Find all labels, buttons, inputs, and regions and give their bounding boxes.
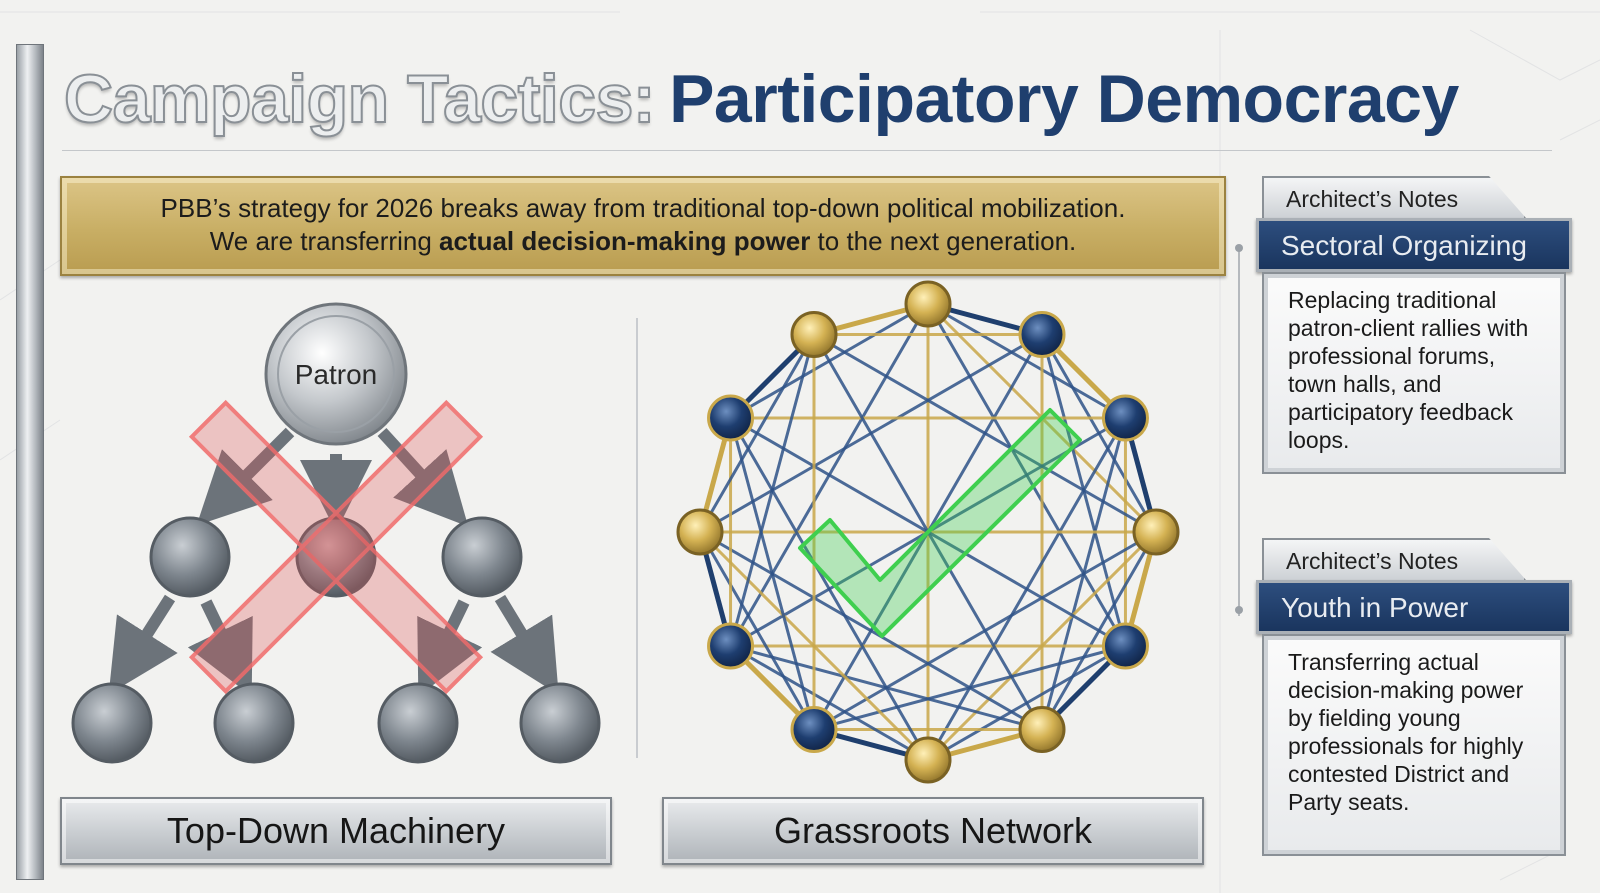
network-node xyxy=(1132,508,1180,556)
banner-line-2: We are transferring actual decision-maki… xyxy=(62,225,1224,258)
network-node xyxy=(1018,311,1066,359)
note-1-tab: Architect’s Notes xyxy=(1262,176,1526,218)
network-node xyxy=(904,280,952,328)
arrow-l2 xyxy=(187,599,253,697)
network-link xyxy=(813,333,1157,534)
note-1-heading: Sectoral Organizing xyxy=(1256,218,1572,272)
network-link xyxy=(729,334,816,647)
tier3-node-2 xyxy=(213,682,295,764)
network-link xyxy=(698,333,816,533)
network-node xyxy=(790,705,838,753)
banner-line-1: PBB’s strategy for 2026 breaks away from… xyxy=(160,193,1126,223)
network-node xyxy=(1101,622,1149,670)
tier3-node-4 xyxy=(519,682,601,764)
banner-line-2-start: We are transferring xyxy=(209,226,439,256)
note-2-tab: Architect’s Notes xyxy=(1262,538,1526,580)
arrow-l1 xyxy=(108,594,178,695)
grassroots-network xyxy=(676,280,1180,784)
tier3-node-1 xyxy=(71,682,153,764)
network-node xyxy=(790,311,838,359)
tier3-node-3 xyxy=(377,682,459,764)
network-link xyxy=(729,417,930,761)
caption-grassroots: Grassroots Network xyxy=(662,797,1204,865)
strategy-banner: PBB’s strategy for 2026 breaks away from… xyxy=(60,176,1226,276)
banner-line-2-end: to the next generation. xyxy=(810,226,1077,256)
network-link xyxy=(699,530,1043,731)
network-node xyxy=(1018,705,1066,753)
network-node xyxy=(707,394,755,442)
note-2-heading: Youth in Power xyxy=(1256,580,1572,634)
caption-top-down: Top-Down Machinery xyxy=(60,797,612,865)
green-check-icon xyxy=(798,408,1082,638)
network-link xyxy=(698,531,816,731)
arrow-r2 xyxy=(490,594,559,695)
tier2-node-middle xyxy=(295,516,377,598)
arrow-r1 xyxy=(417,599,483,697)
network-node xyxy=(707,622,755,670)
title-part-2: Participatory Democracy xyxy=(669,61,1459,137)
title-part-1: Campaign Tactics: xyxy=(63,60,657,138)
network-link xyxy=(729,644,929,762)
network-node xyxy=(676,508,724,556)
red-x-icon xyxy=(188,399,484,695)
notes-connector-bracket xyxy=(1235,244,1252,616)
diagram-divider xyxy=(636,318,638,758)
patron-node xyxy=(264,302,408,446)
title-underline xyxy=(62,150,1552,151)
page-title: Campaign Tactics:Participatory Democracy xyxy=(63,60,1459,138)
note-1-body: Replacing traditional patron-client rall… xyxy=(1262,272,1566,474)
note-2-body: Transferring actual decision-making powe… xyxy=(1262,634,1566,856)
patron-label: Patron xyxy=(295,359,378,390)
banner-line-2-bold: actual decision-making power xyxy=(439,226,811,256)
arrow-patron-left xyxy=(196,427,295,526)
left-decorative-rail xyxy=(16,44,44,880)
network-link xyxy=(729,417,816,730)
tier2-node-right xyxy=(441,516,523,598)
tier2-node-left xyxy=(149,516,231,598)
top-down-tree: Patron xyxy=(71,302,601,764)
network-node xyxy=(904,736,952,784)
network-node xyxy=(1101,394,1149,442)
arrow-patron-right xyxy=(377,427,469,527)
